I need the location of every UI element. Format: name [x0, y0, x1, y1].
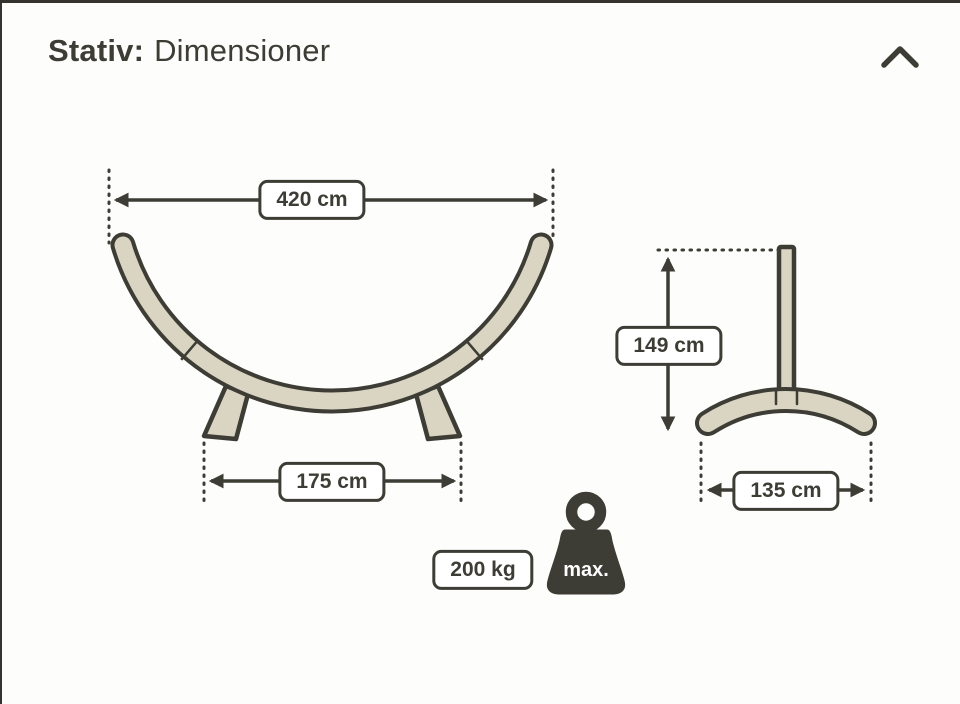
- weight-body: [546, 529, 626, 595]
- hammock-stand-side-view: [107, 168, 555, 507]
- dim-label-side-width: 420 cm: [258, 179, 366, 221]
- dim-label-front-base: 135 cm: [732, 470, 840, 512]
- collapse-button[interactable]: [878, 41, 922, 73]
- stand-base-fill: [699, 391, 873, 432]
- weight-max-text: max.: [563, 559, 609, 581]
- page-title: Stativ: Dimensioner: [48, 33, 330, 69]
- stand-arc-fill: [114, 236, 550, 410]
- page-title-prefix: Stativ:: [48, 33, 145, 68]
- page-title-rest: Dimensioner: [154, 33, 331, 68]
- wood-joint-left: [180, 339, 199, 361]
- weight-ring: [565, 491, 607, 533]
- chevron-up-icon: [881, 46, 919, 68]
- dim-label-max-load: 200 kg: [432, 549, 534, 591]
- dim-label-side-base: 175 cm: [278, 461, 386, 503]
- panel-header: Stativ: Dimensioner: [2, 3, 960, 99]
- hammock-stand-front-view: [656, 244, 877, 509]
- stand-arc-outline: [110, 232, 554, 414]
- diagram-canvas: max.: [107, 168, 877, 595]
- max-weight-icon: max.: [546, 491, 626, 595]
- dim-label-front-height: 149 cm: [615, 325, 723, 367]
- stand-post: [776, 244, 797, 400]
- wood-joint-right: [465, 339, 484, 361]
- dimensions-diagram: max. 420 cm 175 cm 149 cm 135 cm 200 kg: [2, 3, 960, 704]
